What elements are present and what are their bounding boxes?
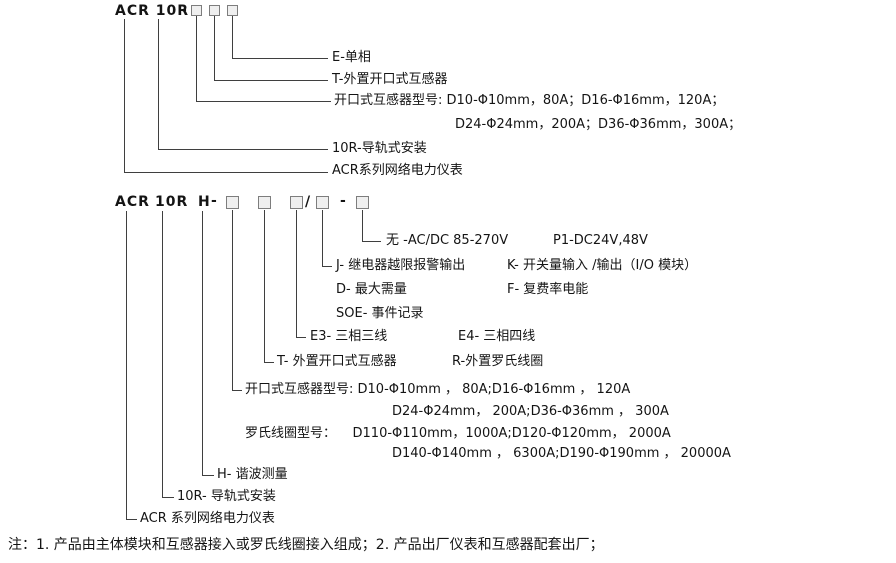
connector-harmonic-line: [202, 211, 214, 476]
label-option-f: F- 复费率电能: [507, 282, 589, 297]
option-box-bottom-4: [316, 196, 329, 209]
connector-mount-line: [158, 19, 328, 150]
connector-mount-line: [162, 211, 174, 498]
connector-wiring-line: [296, 210, 306, 338]
option-box-top-2: [209, 5, 220, 16]
footer-note: 注：1. 产品由主体模块和互感器接入或罗氏线圈接入组成；2. 产品出厂仪表和互感…: [8, 537, 604, 553]
label-option-k: K- 开关量输入 /输出（I/O 模块）: [507, 258, 698, 273]
connector-io-line: [322, 210, 332, 267]
label-ct-models-2: D24-Φ24mm，200A；D36-Φ36mm，300A；: [455, 117, 742, 132]
label-rogowski-1: 罗氏线圈型号： D110-Φ110mm，1000A;D120-Φ120mm， 2…: [245, 426, 671, 441]
label-sensor-t: T- 外置开口式互感器: [277, 354, 397, 369]
label-wiring-e3: E3- 三相三线: [310, 329, 388, 344]
label-wiring-e4: E4- 三相四线: [458, 329, 536, 344]
option-box-bottom-5: [356, 196, 369, 209]
label-series-acr: ACR系列网络电力仪表: [332, 163, 463, 178]
model-part-acr: ACR: [115, 194, 150, 210]
label-rogowski-2: D140-Φ140mm ， 6300A;D190-Φ190mm ， 20000A: [392, 446, 731, 461]
label-option-j: J- 继电器越限报警输出: [336, 258, 466, 273]
connector-ct-model-line: [232, 210, 242, 391]
label-power-default: 无 -AC/DC 85-270V: [386, 233, 509, 248]
model-part-10r: 10R: [155, 194, 189, 210]
label-mount-10r: 10R- 导轨式安装: [177, 489, 276, 504]
label-mount-10r: 10R-导轨式安装: [332, 141, 427, 156]
connector-series-line: [126, 211, 137, 520]
label-ct-models-1: 开口式互感器型号: D10-Φ10mm，80A；D16-Φ16mm，120A；: [334, 93, 725, 108]
connector-ct-type-line: [214, 16, 328, 81]
dash-separator-2: -: [340, 193, 347, 209]
label-option-d: D- 最大需量: [336, 282, 407, 297]
label-sensor-r: R-外置罗氏线圈: [452, 354, 544, 369]
option-box-bottom-2: [258, 196, 271, 209]
label-series-acr: ACR 系列网络电力仪表: [140, 511, 275, 526]
option-box-bottom-1: [226, 196, 239, 209]
label-power-p1: P1-DC24V,48V: [553, 233, 648, 248]
label-ct-models-2: D24-Φ24mm， 200A;D36-Φ36mm ， 300A: [392, 404, 669, 419]
model-code-top: ACR 10R: [115, 3, 190, 19]
connector-series-line: [124, 19, 328, 173]
label-phase-e: E-单相: [332, 50, 371, 65]
option-box-top-1: [191, 5, 202, 16]
label-harmonic-h: H- 谐波测量: [217, 467, 288, 482]
option-box-top-3: [227, 5, 238, 16]
connector-phase-line: [232, 16, 328, 59]
label-ct-type-t: T-外置开口式互感器: [332, 72, 448, 87]
dash-separator-1: -: [211, 193, 218, 209]
connector-power-line: [362, 210, 381, 242]
slash-separator: /: [305, 194, 312, 210]
label-option-soe: SOE- 事件记录: [336, 306, 424, 321]
label-ct-models-1: 开口式互感器型号: D10-Φ10mm ， 80A;D16-Φ16mm ， 12…: [245, 382, 631, 397]
option-box-bottom-3: [290, 196, 303, 209]
connector-ct-model-line: [196, 16, 331, 102]
dash-separator: -: [181, 2, 188, 18]
model-part-h: H: [198, 194, 211, 210]
connector-sensor-line: [264, 210, 274, 363]
